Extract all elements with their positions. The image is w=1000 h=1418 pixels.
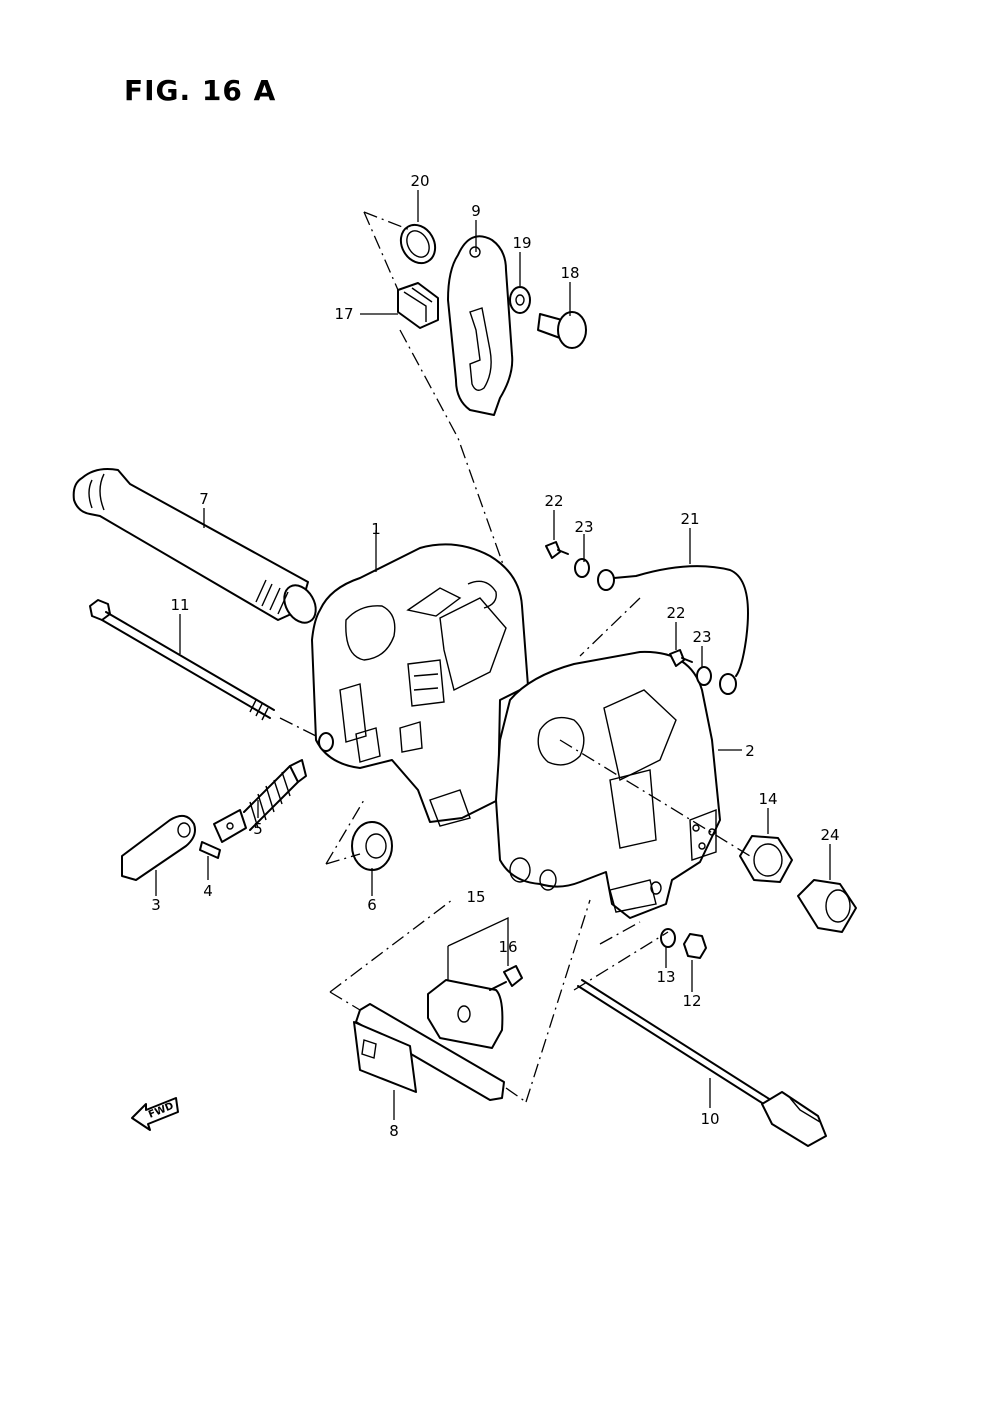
callout-21: 21 (680, 510, 699, 528)
figure-title: FIG. 16 A (124, 74, 277, 107)
part-8-pin-with-plate (353, 1003, 505, 1101)
callout-4: 4 (203, 882, 213, 900)
part-23-washer-upper (574, 558, 590, 578)
part-24-bushing (797, 879, 857, 933)
callout-2: 2 (745, 742, 755, 760)
callout-22a: 22 (544, 492, 563, 510)
callout-6: 6 (367, 896, 377, 914)
callout-20: 20 (410, 172, 429, 190)
part-5-spring (213, 759, 307, 843)
callout-8: 8 (389, 1122, 399, 1140)
callout-24: 24 (820, 826, 839, 844)
part-12-nut (683, 933, 707, 959)
callout-11: 11 (170, 596, 189, 614)
callout-9: 9 (471, 202, 481, 220)
callout-17: 17 (334, 305, 353, 323)
part-18-bolt (537, 311, 587, 349)
part-10-cable-switch (577, 979, 827, 1147)
part-14-nut (739, 835, 793, 883)
leader-lines (155, 190, 831, 1120)
part-3-lever (121, 814, 196, 881)
callout-7: 7 (199, 490, 209, 508)
callout-18: 18 (560, 264, 579, 282)
part-13-washer (660, 928, 676, 948)
callout-3: 3 (151, 896, 161, 914)
callout-16: 16 (498, 938, 517, 956)
callout-numbers: 20 9 19 18 17 7 1 11 22 23 21 22 23 2 14… (151, 172, 839, 1140)
part-17-pad (397, 282, 439, 329)
part-23-washer-lower (696, 666, 712, 686)
callout-14: 14 (758, 790, 777, 808)
part-2-right-clamp-bracket (495, 650, 721, 919)
part-15-pad (427, 979, 504, 1049)
part-1-left-clamp-bracket (311, 543, 529, 827)
part-16-bolt (489, 965, 523, 991)
part-19-washer (509, 286, 531, 314)
callout-15: 15 (466, 888, 485, 906)
part-9-lock-plate (447, 235, 514, 416)
part-22-screw-upper (545, 541, 569, 559)
callout-23a: 23 (574, 518, 593, 536)
callout-10: 10 (700, 1110, 719, 1128)
callout-23b: 23 (692, 628, 711, 646)
forward-arrow-icon: FWD (131, 1097, 179, 1131)
part-20-clip (399, 223, 437, 265)
part-11-long-bolt (89, 599, 275, 721)
callout-13: 13 (656, 968, 675, 986)
part-6-cap (351, 821, 393, 871)
callout-19: 19 (512, 234, 531, 252)
part-21-ground-wire (597, 565, 749, 695)
callout-1: 1 (371, 520, 381, 538)
callout-22b: 22 (666, 604, 685, 622)
part-4-pin (199, 841, 221, 859)
part-7-shaft (72, 468, 317, 624)
part-22-screw-lower (669, 649, 693, 667)
callout-5: 5 (253, 820, 263, 838)
callout-12: 12 (682, 992, 701, 1010)
